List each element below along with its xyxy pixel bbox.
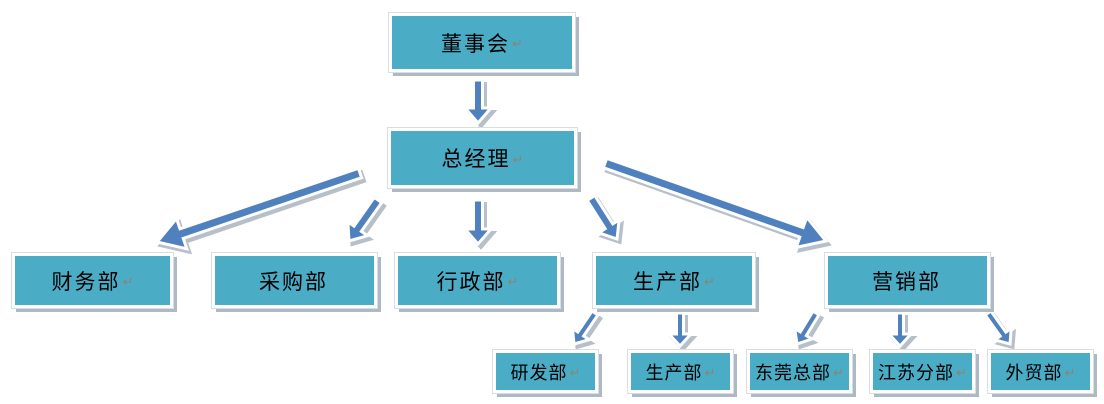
org-node-finance-label: 财务部 xyxy=(51,269,121,294)
paragraph-mark: ↵ xyxy=(704,275,715,290)
arrow-gm-to-admin[interactable] xyxy=(461,198,495,247)
org-node-production-sub-label: 生产部 xyxy=(645,362,703,384)
arrow-board-to-gm[interactable] xyxy=(461,78,495,126)
arrow-production-to-rnd[interactable] xyxy=(570,308,600,346)
paragraph-mark: ↵ xyxy=(507,275,519,290)
arrow-marketing-to-dongguan[interactable] xyxy=(792,309,822,346)
org-node-admin-label: 行政部 xyxy=(436,269,506,294)
arrow-gm-to-purchasing[interactable] xyxy=(346,195,384,243)
org-node-purchasing[interactable]: 采购部 xyxy=(212,253,377,308)
org-node-dongguan[interactable]: 东莞总部↵ xyxy=(747,350,852,393)
arrow-marketing-to-jiangsu[interactable] xyxy=(885,311,915,349)
org-node-marketing[interactable]: 营销部 xyxy=(825,253,990,308)
arrow-gm-to-production[interactable] xyxy=(585,193,621,242)
paragraph-mark: ↵ xyxy=(833,366,844,381)
paragraph-mark: ↵ xyxy=(122,275,134,290)
org-node-board[interactable]: 董事会↵ xyxy=(389,13,575,72)
org-node-rnd[interactable]: 研发部↵ xyxy=(493,350,598,393)
org-node-production[interactable]: 生产部↵ xyxy=(593,253,755,308)
org-node-production-label: 生产部 xyxy=(633,269,703,294)
org-node-production-sub[interactable]: 生产部↵ xyxy=(628,350,733,393)
arrow-gm-to-finance[interactable] xyxy=(154,166,364,251)
org-node-trade[interactable]: 外贸部↵ xyxy=(988,350,1093,393)
org-node-board-label: 董事会 xyxy=(441,31,511,56)
paragraph-mark: ↵ xyxy=(569,366,581,381)
paragraph-mark: ↵ xyxy=(956,366,967,381)
arrow-marketing-to-trade[interactable] xyxy=(982,308,1013,346)
org-node-gm[interactable]: 总经理↵ xyxy=(388,128,577,188)
org-node-gm-label: 总经理 xyxy=(441,147,511,171)
paragraph-mark: ↵ xyxy=(512,37,523,52)
org-node-admin[interactable]: 行政部↵ xyxy=(395,253,560,308)
paragraph-mark: ↵ xyxy=(512,152,524,168)
paragraph-mark: ↵ xyxy=(704,366,716,381)
org-node-jiangsu[interactable]: 江苏分部↵ xyxy=(870,350,975,393)
org-node-jiangsu-label: 江苏分部 xyxy=(878,362,955,384)
org-node-dongguan-label: 东莞总部 xyxy=(755,362,832,384)
org-node-marketing-label: 营销部 xyxy=(872,269,941,294)
org-node-finance[interactable]: 财务部↵ xyxy=(12,253,173,308)
paragraph-mark: ↵ xyxy=(1064,366,1076,381)
org-node-rnd-label: 研发部 xyxy=(510,362,568,384)
org-node-purchasing-label: 采购部 xyxy=(259,269,328,294)
arrow-production-to-production-sub[interactable] xyxy=(665,311,695,349)
org-node-trade-label: 外贸部 xyxy=(1005,362,1063,384)
arrow-gm-to-marketing[interactable] xyxy=(601,156,829,250)
